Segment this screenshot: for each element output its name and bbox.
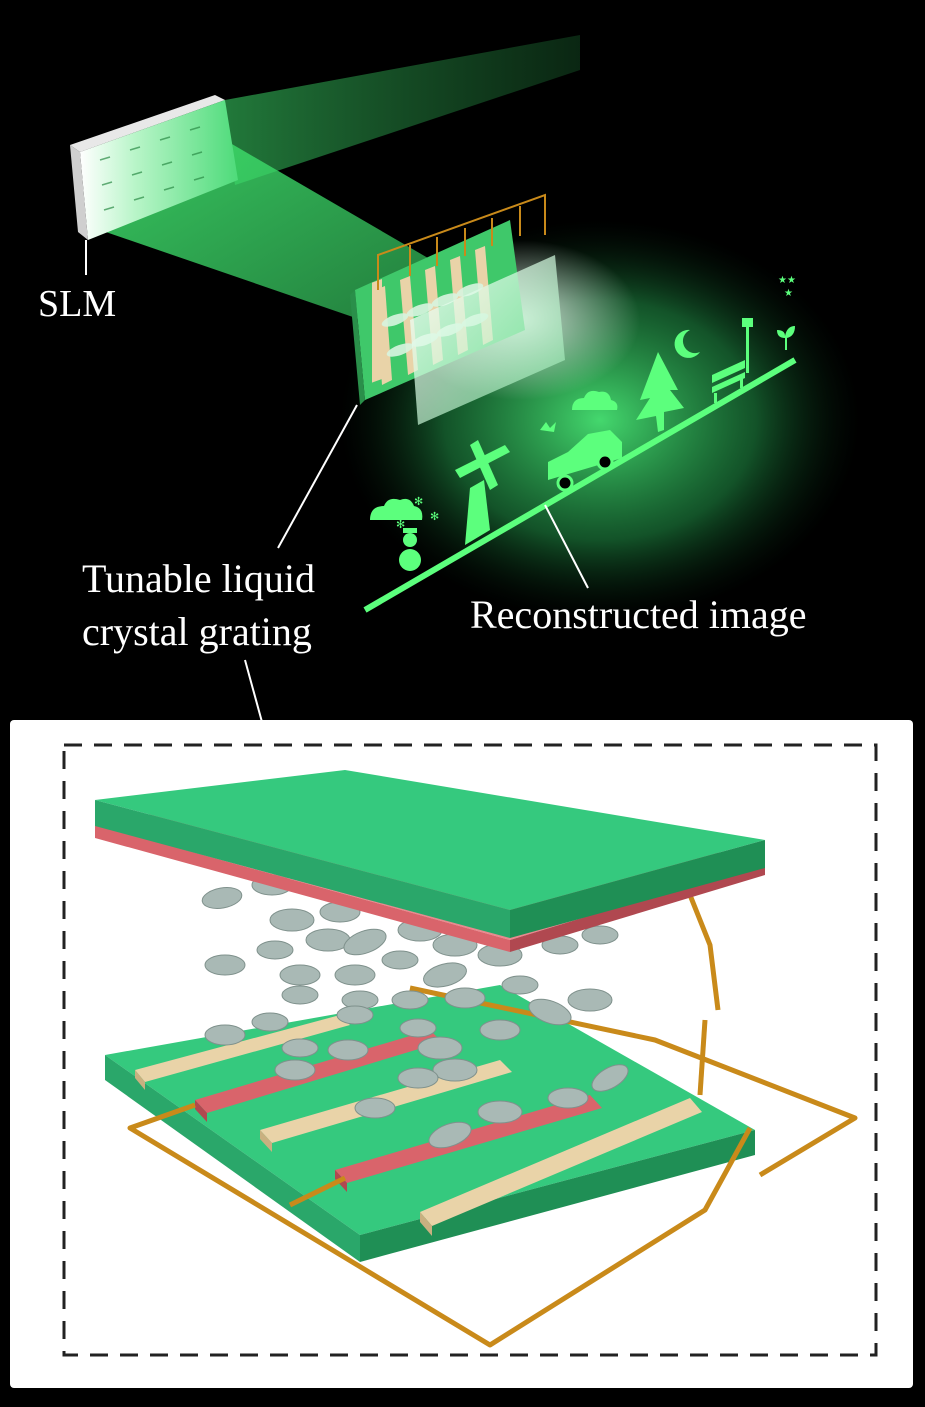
grating-pointer-line <box>277 404 358 549</box>
reconstructed-scene: ★★ ★ ✻ ✻ ✻ <box>363 275 797 613</box>
slm-label: SLM <box>38 283 116 325</box>
butterfly <box>540 422 556 432</box>
electrode-pink-2 <box>335 1095 602 1183</box>
stars: ★★ ★ <box>778 275 796 299</box>
windmill <box>455 440 510 545</box>
lamp-post <box>742 318 753 373</box>
cloud-left <box>370 498 423 520</box>
cloud-right <box>572 390 618 410</box>
detail-pointer-line <box>244 659 263 723</box>
electrode-beige-3 <box>420 1098 702 1226</box>
snowman <box>399 528 421 571</box>
electrode-beige-1 <box>135 1015 350 1082</box>
svg-text:★: ★ <box>784 288 793 299</box>
electrode-pink-1 <box>195 1030 442 1113</box>
reconstructed-pointer-line <box>544 504 589 589</box>
grating-label-line1: Tunable liquid <box>82 556 315 601</box>
top-substrate <box>95 770 765 952</box>
reconstructed-label: Reconstructed image <box>470 592 807 637</box>
svg-text:★★: ★★ <box>778 275 796 286</box>
plant <box>777 326 795 350</box>
ground-line <box>363 357 797 613</box>
svg-text:✻: ✻ <box>430 510 439 523</box>
detail-dashed-frame <box>62 743 878 1357</box>
car <box>548 430 622 492</box>
grating-label-line2: crystal grating <box>82 609 312 654</box>
snowflakes: ✻ ✻ ✻ <box>396 495 439 531</box>
grating-detail-panel <box>10 720 913 1388</box>
moon <box>674 329 700 358</box>
reflected-beam <box>225 35 580 185</box>
optical-setup-illustration: ★★ ★ ✻ ✻ ✻ SLM Tunable liquid crystal gr… <box>38 35 860 723</box>
slm-panel <box>70 95 238 240</box>
bench <box>712 360 745 403</box>
lc-molecules <box>201 874 629 1149</box>
lc-grating-device <box>350 193 565 425</box>
tree <box>636 352 684 432</box>
svg-text:✻: ✻ <box>396 518 405 531</box>
svg-text:✻: ✻ <box>414 495 423 508</box>
cover-glass <box>410 255 565 425</box>
top-glass-layer <box>95 770 765 910</box>
